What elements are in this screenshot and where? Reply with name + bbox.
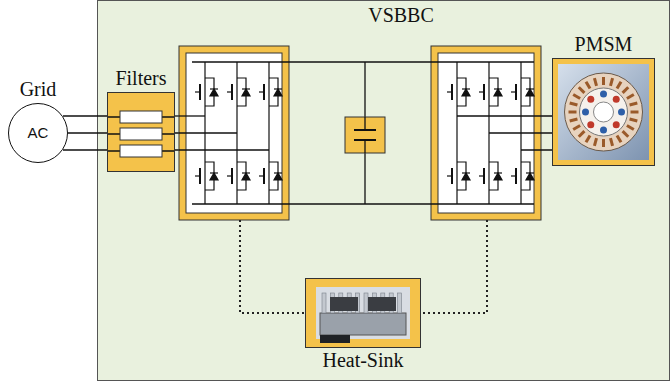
phase-wire — [63, 115, 107, 117]
igbt-legs — [195, 62, 534, 204]
heat-sink-box: Heat-Sink — [305, 278, 421, 348]
output-wires — [457, 116, 555, 150]
filter-heading: Filters — [115, 67, 166, 89]
rectifier-box — [179, 46, 289, 220]
thermal-link — [240, 220, 487, 313]
motor-heading: PMSM — [575, 33, 633, 55]
pmsm-illustration — [553, 59, 654, 165]
source-label: AC — [28, 125, 49, 142]
phase-wire — [68, 132, 107, 134]
dc-link — [192, 62, 534, 204]
heat-sink-heading: Heat-Sink — [322, 349, 403, 371]
ac-source-circle: GridAC — [8, 103, 68, 163]
filter-box: Filters — [107, 92, 175, 172]
dc-capacitor — [345, 117, 385, 153]
source-heading: Grid — [20, 78, 57, 100]
converter-title: VSBBC — [368, 4, 434, 26]
filters-illustration — [108, 93, 174, 171]
phase-wire — [63, 149, 107, 151]
heatsink-illustration — [306, 279, 420, 347]
motor-box: PMSM — [552, 58, 655, 166]
input-wires-inner — [179, 116, 269, 150]
